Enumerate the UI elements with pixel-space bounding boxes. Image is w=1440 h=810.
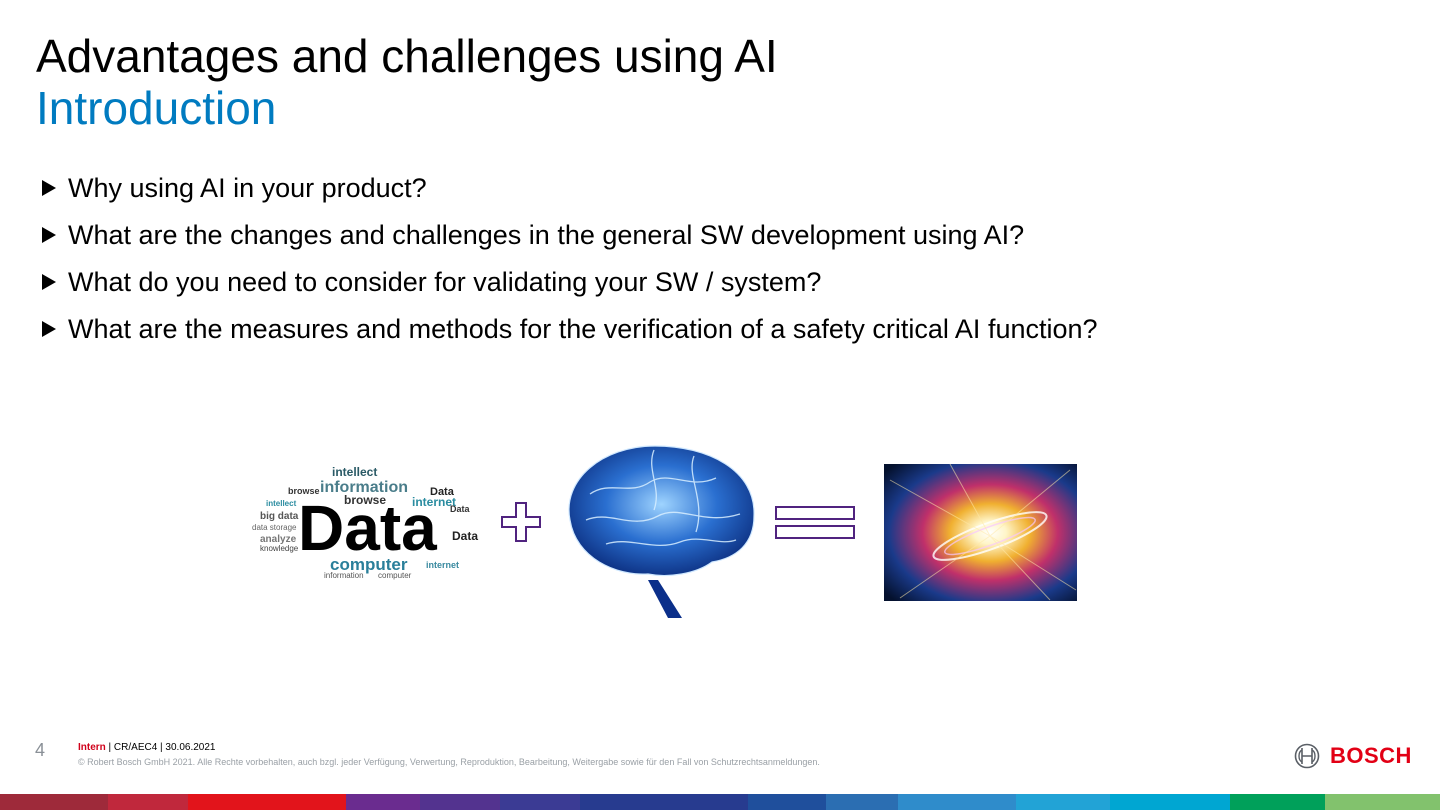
equals-icon [775, 506, 855, 539]
wordcloud-word: computer [330, 555, 408, 574]
stripe-segment [748, 794, 827, 810]
footer-meta-text: | CR/AEC4 | 30.06.2021 [105, 742, 216, 753]
triangle-bullet-icon [42, 321, 56, 337]
wordcloud-word: Data [452, 529, 478, 543]
wordcloud-word: computer [378, 571, 412, 580]
bosch-armature-icon [1294, 743, 1320, 769]
triangle-bullet-icon [42, 274, 56, 290]
wordcloud-main-word: Data [298, 492, 437, 564]
explosion-image [884, 463, 1077, 601]
stripe-segment [108, 794, 189, 810]
bullet-item: Why using AI in your product? [40, 168, 1098, 215]
bullet-text: What do you need to consider for validat… [68, 267, 822, 297]
triangle-bullet-icon [42, 180, 56, 196]
wordcloud-word: internet [412, 495, 456, 509]
color-stripe [0, 794, 1440, 810]
stripe-segment [500, 794, 581, 810]
wordcloud-word: analyze [260, 534, 297, 545]
bullet-item: What are the measures and methods for th… [40, 309, 1098, 356]
slide-subtitle: Introduction [36, 82, 277, 134]
stripe-segment [346, 794, 421, 810]
wordcloud-word: intellect [266, 499, 297, 508]
bullet-list: Why using AI in your product? What are t… [40, 168, 1098, 356]
wordcloud-word: data storage [252, 523, 297, 532]
bullet-text: What are the measures and methods for th… [68, 314, 1098, 344]
wordcloud-word: Data [430, 486, 455, 498]
stripe-segment [188, 794, 347, 810]
stripe-segment [826, 794, 899, 810]
footer-meta: Intern | CR/AEC4 | 30.06.2021 [78, 742, 215, 753]
stripe-segment [898, 794, 1017, 810]
wordcloud-word: internet [426, 560, 459, 570]
plus-icon [501, 502, 541, 542]
bullet-item: What are the changes and challenges in t… [40, 215, 1098, 262]
equation-figure: intellect information browse Data intern… [252, 445, 1077, 618]
wordcloud-word: knowledge [260, 544, 299, 553]
slide-title: Advantages and challenges using AI [36, 30, 778, 82]
wordcloud-word: browse [344, 493, 386, 507]
triangle-bullet-icon [42, 227, 56, 243]
bosch-wordmark: BOSCH [1330, 743, 1412, 768]
bosch-logo: BOSCH [1294, 742, 1414, 770]
wordcloud-word: intellect [332, 465, 377, 479]
stripe-segment [1016, 794, 1111, 810]
page-number: 4 [35, 740, 46, 760]
wordcloud-word: information [324, 571, 364, 580]
bullet-text: What are the changes and challenges in t… [68, 220, 1025, 250]
stripe-segment [1230, 794, 1326, 810]
wordcloud-word: big data [260, 511, 299, 522]
bullet-text: Why using AI in your product? [68, 173, 427, 203]
stripe-segment [1110, 794, 1231, 810]
bullet-item: What do you need to consider for validat… [40, 262, 1098, 309]
copyright-text: © Robert Bosch GmbH 2021. Alle Rechte vo… [78, 757, 820, 767]
classification-label: Intern [78, 742, 106, 753]
data-wordcloud-image: intellect information browse Data intern… [252, 463, 486, 587]
stripe-segment [580, 794, 749, 810]
brain-image [568, 445, 755, 618]
wordcloud-word: Data [450, 504, 471, 514]
wordcloud-word: browse [288, 486, 320, 496]
stripe-segment [0, 794, 109, 810]
stripe-segment [420, 794, 501, 810]
stripe-segment [1325, 794, 1440, 810]
wordcloud-word: information [320, 479, 408, 496]
